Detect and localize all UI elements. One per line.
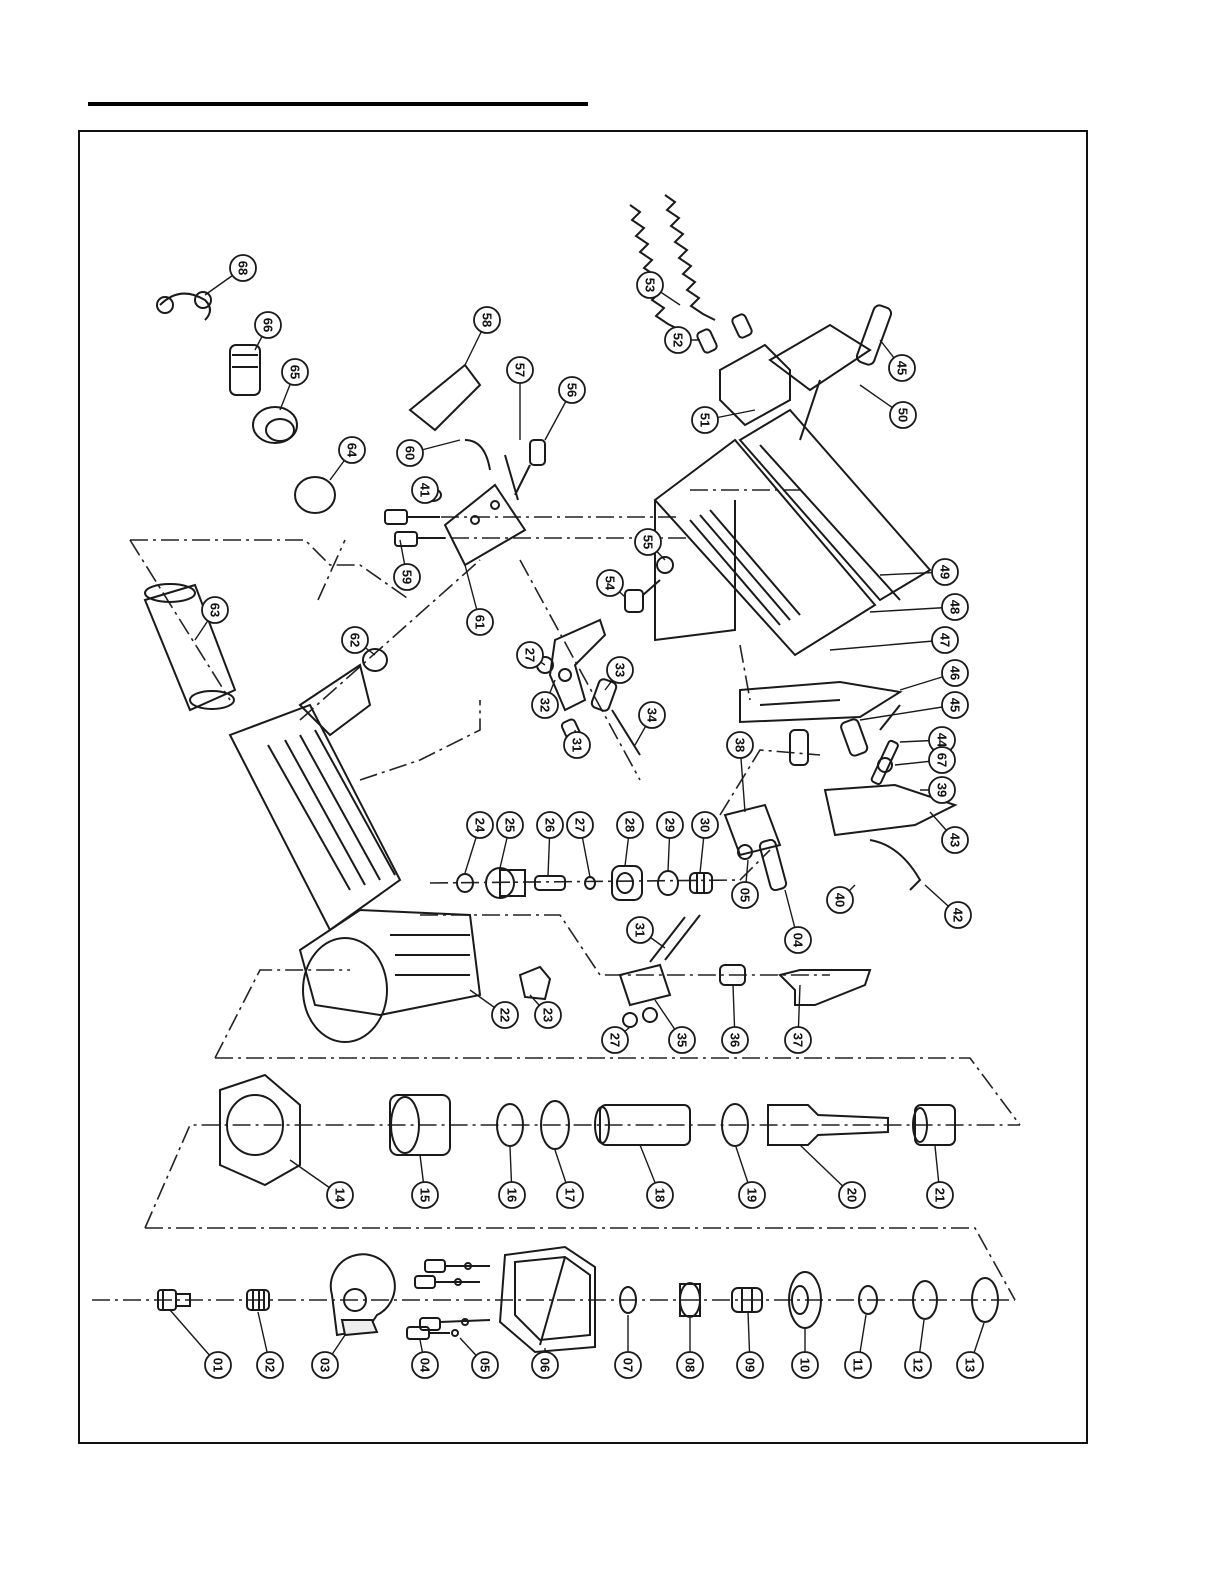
callout-leader-47 bbox=[830, 640, 945, 650]
callout-label-21: 21 bbox=[933, 1188, 948, 1202]
callout-label-44: 44 bbox=[935, 733, 950, 748]
callout-label-27: 27 bbox=[573, 818, 588, 832]
housing-22-graphic bbox=[230, 665, 480, 1042]
callout-label-60: 60 bbox=[403, 446, 418, 460]
callout-label-47: 47 bbox=[938, 633, 953, 647]
callout-label-63: 63 bbox=[208, 603, 223, 617]
callout-label-16: 16 bbox=[505, 1188, 520, 1202]
callout-label-20: 20 bbox=[845, 1188, 860, 1202]
callout-label-01: 01 bbox=[211, 1358, 226, 1372]
callout-label-49: 49 bbox=[938, 565, 953, 579]
callout-label-25: 25 bbox=[503, 818, 518, 832]
callout-label-14: 14 bbox=[333, 1188, 348, 1203]
callout-label-42: 42 bbox=[951, 908, 966, 922]
callout-label-48: 48 bbox=[948, 600, 963, 614]
callout-label-23: 23 bbox=[541, 1008, 556, 1022]
callout-label-06: 06 bbox=[538, 1358, 553, 1372]
callout-label-59: 59 bbox=[400, 570, 415, 584]
callout-label-27: 27 bbox=[608, 1033, 623, 1047]
plate-61-graphic bbox=[385, 485, 525, 565]
callout-label-11: 11 bbox=[851, 1358, 866, 1372]
callout-label-64: 64 bbox=[345, 443, 360, 458]
callout-label-15: 15 bbox=[418, 1188, 433, 1202]
callout-label-32: 32 bbox=[538, 698, 553, 712]
callout-label-05: 05 bbox=[738, 888, 753, 902]
callout-label-19: 19 bbox=[745, 1188, 760, 1202]
callout-label-66: 66 bbox=[261, 318, 276, 332]
parts-14-21-graphics bbox=[220, 1075, 955, 1185]
callout-label-29: 29 bbox=[663, 818, 678, 832]
callout-label-62: 62 bbox=[348, 633, 363, 647]
callout-label-46: 46 bbox=[948, 666, 963, 680]
callout-label-36: 36 bbox=[728, 1033, 743, 1047]
callout-label-34: 34 bbox=[645, 708, 660, 723]
callout-label-04: 04 bbox=[791, 933, 806, 948]
callout-label-07: 07 bbox=[621, 1358, 636, 1372]
callout-label-57: 57 bbox=[513, 363, 528, 377]
callout-label-10: 10 bbox=[798, 1358, 813, 1372]
callout-label-68: 68 bbox=[236, 261, 251, 275]
callout-label-31: 31 bbox=[633, 923, 648, 937]
nose-graphic bbox=[725, 682, 955, 891]
callout-label-54: 54 bbox=[603, 576, 618, 591]
callout-label-31: 31 bbox=[570, 738, 585, 752]
callout-label-40: 40 bbox=[833, 893, 848, 907]
callout-label-35: 35 bbox=[675, 1033, 690, 1047]
callout-label-67: 67 bbox=[935, 753, 950, 767]
callout-label-39: 39 bbox=[935, 783, 950, 797]
callout-label-61: 61 bbox=[473, 615, 488, 629]
callout-label-18: 18 bbox=[653, 1188, 668, 1202]
callout-label-55: 55 bbox=[641, 535, 656, 549]
callout-label-09: 09 bbox=[743, 1358, 758, 1372]
callout-label-37: 37 bbox=[791, 1033, 806, 1047]
callout-label-05: 05 bbox=[478, 1358, 493, 1372]
callout-label-45: 45 bbox=[895, 361, 910, 375]
callout-label-28: 28 bbox=[623, 818, 638, 832]
callout-label-17: 17 bbox=[563, 1188, 578, 1202]
part-03-graphic bbox=[331, 1254, 395, 1335]
callout-label-24: 24 bbox=[473, 818, 488, 833]
magazine-graphic bbox=[655, 304, 930, 655]
callout-label-38: 38 bbox=[733, 738, 748, 752]
callout-label-13: 13 bbox=[963, 1358, 978, 1372]
callout-label-50: 50 bbox=[896, 408, 911, 422]
callout-label-33: 33 bbox=[613, 663, 628, 677]
callout-label-65: 65 bbox=[288, 365, 303, 379]
callout-label-08: 08 bbox=[683, 1358, 698, 1372]
callout-label-41: 41 bbox=[418, 483, 433, 497]
callout-label-26: 26 bbox=[543, 818, 558, 832]
callout-label-04: 04 bbox=[418, 1358, 433, 1373]
callout-label-30: 30 bbox=[698, 818, 713, 832]
callout-label-56: 56 bbox=[565, 383, 580, 397]
callout-label-22: 22 bbox=[498, 1008, 513, 1022]
callout-label-02: 02 bbox=[263, 1358, 278, 1372]
callout-label-52: 52 bbox=[671, 333, 686, 347]
callout-label-45: 45 bbox=[948, 698, 963, 712]
callout-label-43: 43 bbox=[948, 833, 963, 847]
callout-label-58: 58 bbox=[480, 313, 495, 327]
callout-label-53: 53 bbox=[643, 278, 658, 292]
callout-label-03: 03 bbox=[318, 1358, 333, 1372]
callout-label-27: 27 bbox=[523, 648, 538, 662]
callout-label-12: 12 bbox=[911, 1358, 926, 1372]
callout-label-51: 51 bbox=[698, 413, 713, 427]
parts-64-68-graphics bbox=[157, 292, 335, 513]
safety-35-37-graphics bbox=[620, 915, 870, 1027]
